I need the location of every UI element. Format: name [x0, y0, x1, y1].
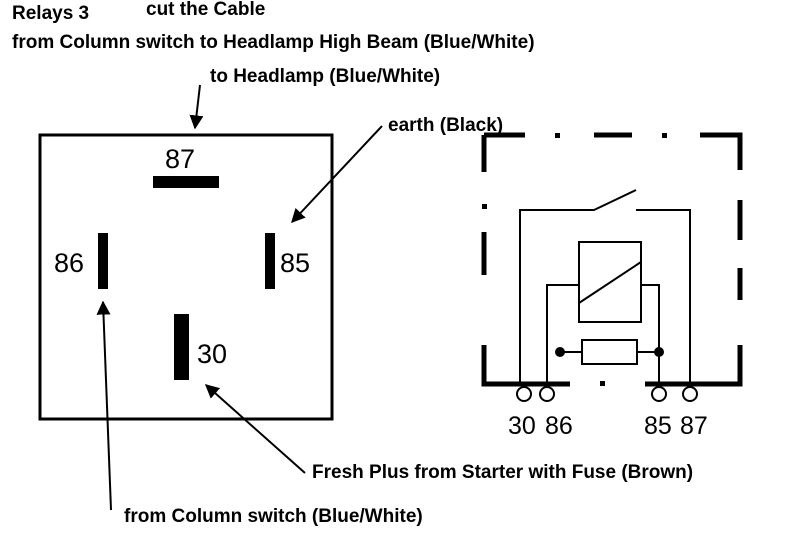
earth-label: earth (Black) — [388, 115, 503, 136]
fresh-plus-label: Fresh Plus from Starter with Fuse (Brown… — [312, 462, 693, 483]
terminal-30 — [516, 386, 532, 402]
arrow-to-headlamp — [189, 84, 204, 130]
terminal-86 — [539, 386, 555, 402]
pin-86-label: 86 — [54, 248, 84, 278]
resistor — [581, 339, 638, 365]
from-column-label: from Column switch (Blue/White) — [124, 506, 423, 527]
header-subtitle: from Column switch to Headlamp High Beam… — [12, 32, 535, 53]
schematic-86-label: 86 — [545, 412, 573, 440]
relay-base-outline — [38, 133, 334, 421]
arrow-earth — [291, 125, 383, 224]
header-title: Relays 3 — [12, 3, 89, 24]
to-headlamp-label: to Headlamp (Blue/White) — [210, 66, 440, 87]
schematic-30-label: 30 — [508, 412, 536, 440]
coil — [578, 241, 642, 323]
pin-85-label: 85 — [280, 248, 310, 278]
header-instruction: cut the Cable — [146, 0, 265, 20]
schematic-87-label: 87 — [680, 412, 708, 440]
terminal-85 — [651, 386, 667, 402]
pin-30-label: 30 — [197, 339, 227, 369]
pin-87-label: 87 — [165, 144, 195, 174]
relay-schematic — [481, 132, 743, 402]
switch-contact — [519, 189, 637, 384]
terminal-87 — [682, 386, 698, 402]
pin-86-terminal — [98, 233, 108, 289]
arrow-from-column — [96, 300, 112, 511]
pin-30-terminal — [174, 314, 189, 380]
pin-85-terminal — [265, 233, 275, 289]
schematic-85-label: 85 — [644, 412, 672, 440]
pin-87-terminal — [153, 176, 219, 188]
arrow-fresh-plus — [204, 384, 306, 474]
